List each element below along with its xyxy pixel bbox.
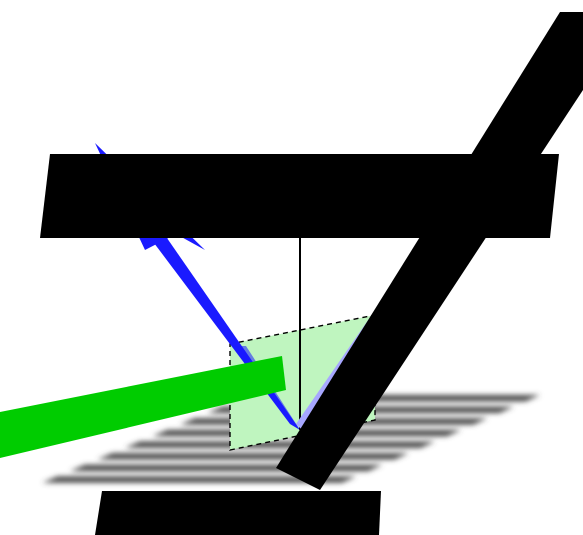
grating-line <box>124 441 435 448</box>
diagonal-bar <box>276 12 583 490</box>
top-bar <box>40 154 559 238</box>
grating-line <box>42 476 357 483</box>
incident-beam <box>0 356 286 458</box>
grating-line <box>97 453 409 460</box>
bottom-bar <box>95 491 381 535</box>
